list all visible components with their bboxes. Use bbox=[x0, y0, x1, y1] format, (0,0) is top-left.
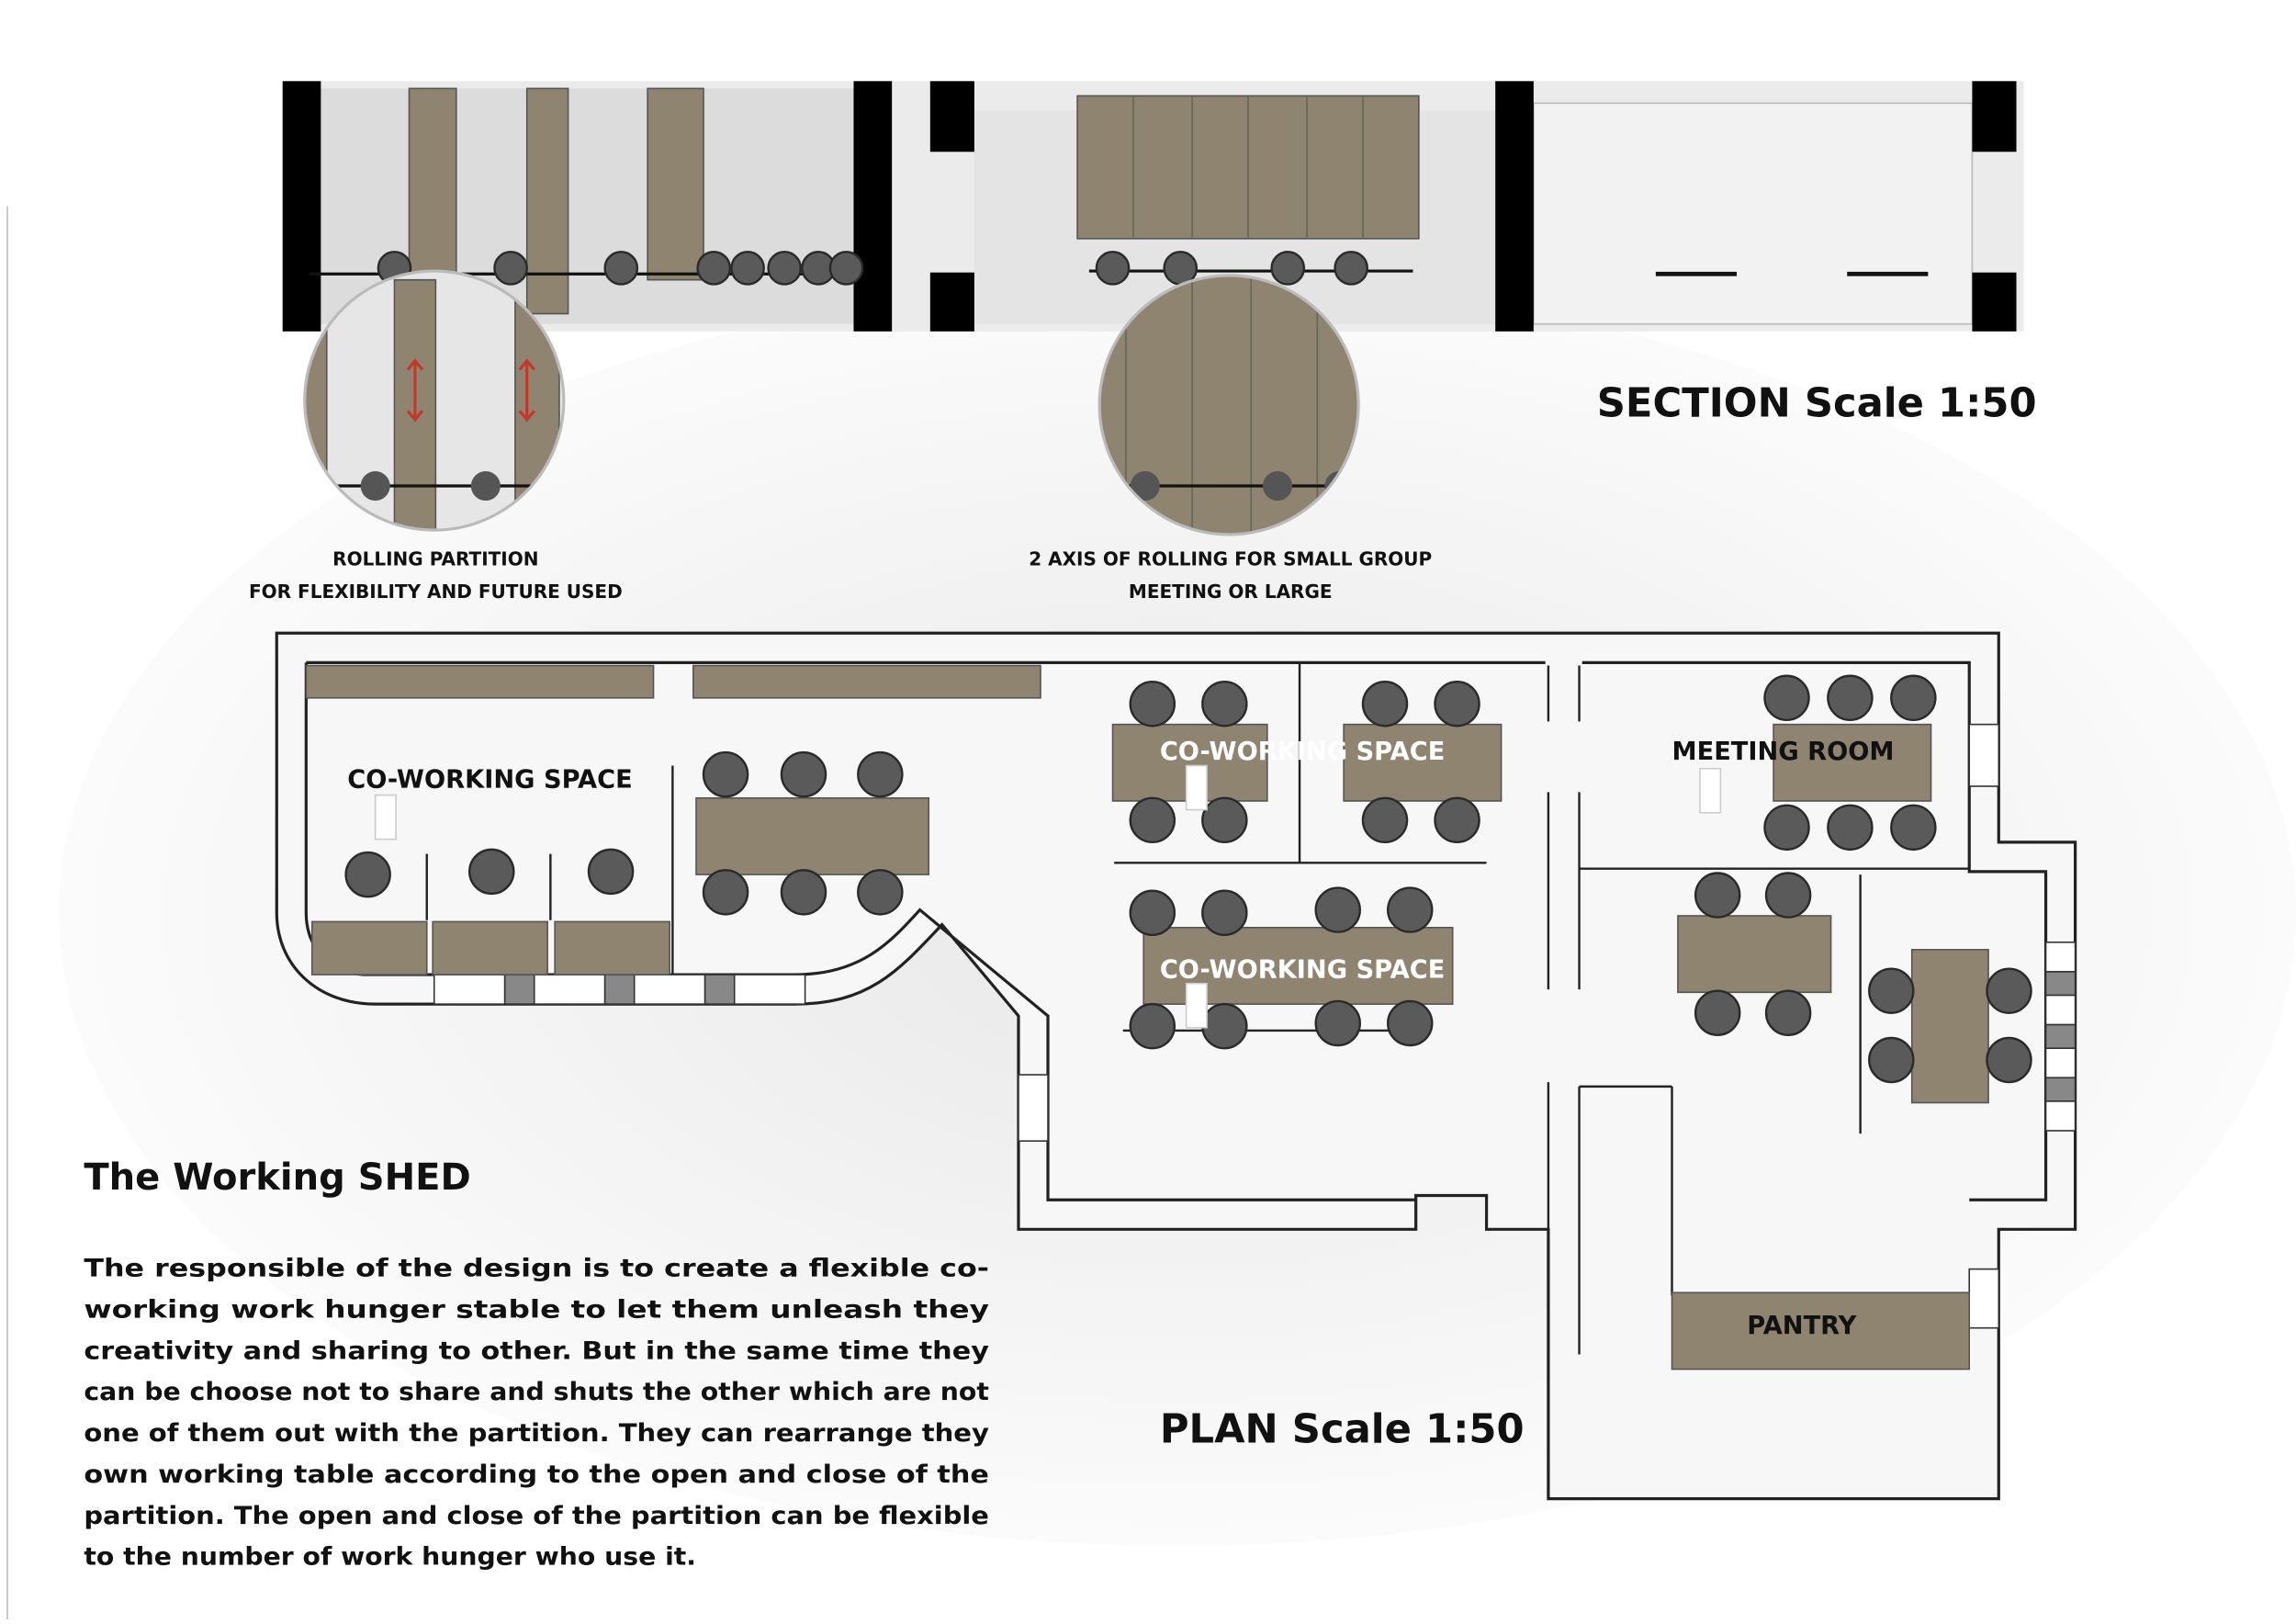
callout-1-line1: ROLLING PARTITION bbox=[332, 548, 538, 570]
tables bbox=[305, 664, 1989, 1370]
chair-icon bbox=[1201, 1002, 1248, 1050]
description-line: creativity and sharing to other. But in … bbox=[84, 1336, 989, 1365]
chair-icon bbox=[780, 869, 827, 916]
chair-icon bbox=[702, 750, 749, 798]
callout-1-line2: FOR FLEXIBILITY AND FUTURE USED bbox=[249, 581, 623, 603]
description-line: to the number of work hunger who use it. bbox=[84, 1543, 696, 1572]
callout-two-axis-rolling: 2 AXIS OF ROLLING FOR SMALL GROUP MEETIN… bbox=[1029, 274, 1432, 603]
chair-icon bbox=[1387, 886, 1434, 933]
chair-icon bbox=[828, 251, 864, 286]
chair-icon bbox=[1129, 680, 1176, 727]
description-line: The responsible of the design is to crea… bbox=[84, 1255, 989, 1283]
chair-icon bbox=[1868, 967, 1915, 1014]
section-drawing bbox=[282, 81, 2024, 332]
chair-icon bbox=[587, 848, 635, 896]
chair-icon bbox=[1694, 872, 1741, 919]
chair-icon bbox=[1986, 1036, 2032, 1084]
chair-icon bbox=[1201, 680, 1248, 727]
chair-icon bbox=[1361, 680, 1409, 727]
section-title: SECTION Scale 1:50 bbox=[1597, 381, 2037, 427]
chair-icon bbox=[603, 251, 639, 286]
chair-icon bbox=[1434, 796, 1480, 844]
chair-icon bbox=[1868, 1036, 1915, 1084]
chair-icon bbox=[1129, 1002, 1176, 1050]
chair-icon bbox=[767, 251, 802, 286]
chair-icon bbox=[1314, 999, 1361, 1047]
callout-2-line2: MEETING OR LARGE bbox=[1129, 581, 1333, 603]
section-columns bbox=[282, 81, 2017, 332]
section-chairs bbox=[377, 251, 1368, 286]
chair-icon bbox=[1270, 251, 1306, 286]
floor-plan: CO-WORKING SPACE CO-WORKING SPACE CO-WOR… bbox=[275, 631, 2077, 1501]
chair-icon bbox=[1763, 804, 1810, 851]
chair-icon bbox=[1387, 999, 1434, 1047]
room-label-pantry: PANTRY bbox=[1747, 1312, 1856, 1340]
chair-icon bbox=[780, 750, 827, 798]
description-line: working work hunger stable to let them u… bbox=[84, 1295, 989, 1324]
callout-2-line1: 2 AXIS OF ROLLING FOR SMALL GROUP bbox=[1029, 548, 1432, 570]
room-label-meeting: MEETING ROOM bbox=[1672, 738, 1895, 766]
chair-icon bbox=[1764, 989, 1812, 1036]
interior-walls bbox=[425, 662, 1970, 1355]
chair-icon bbox=[1201, 796, 1248, 844]
chair-icon bbox=[1095, 251, 1131, 286]
description-title: The Working SHED bbox=[84, 1156, 470, 1199]
chair-icon bbox=[857, 869, 904, 916]
description-line: partition. The open and close of the par… bbox=[84, 1502, 989, 1530]
room-label-coworking-2: CO-WORKING SPACE bbox=[1160, 738, 1446, 766]
plan-chairs bbox=[344, 674, 2032, 1084]
chair-icon bbox=[1763, 674, 1810, 722]
chair-icon bbox=[1434, 680, 1480, 727]
room-label-coworking-3: CO-WORKING SPACE bbox=[1160, 955, 1446, 984]
chair-icon bbox=[857, 750, 904, 798]
description-line: own working table according to the open … bbox=[84, 1460, 989, 1489]
description-body: The responsible of the design is to crea… bbox=[84, 1255, 989, 1572]
chair-icon bbox=[1694, 989, 1741, 1036]
windows bbox=[433, 723, 2077, 1329]
chair-icon bbox=[1827, 804, 1874, 851]
up-down-arrow-icon bbox=[406, 358, 535, 423]
room-label-coworking-1: CO-WORKING SPACE bbox=[347, 766, 633, 795]
chair-icon bbox=[1361, 796, 1409, 844]
chair-icon bbox=[1129, 889, 1176, 937]
chair-icon bbox=[696, 251, 732, 286]
door-markers bbox=[374, 764, 1722, 1029]
chair-icon bbox=[1986, 967, 2032, 1014]
chair-icon bbox=[1890, 674, 1937, 722]
chair-icon bbox=[702, 869, 749, 916]
plan-title: PLAN Scale 1:50 bbox=[1160, 1407, 1525, 1453]
chair-icon bbox=[730, 251, 765, 286]
description-line: one of them out with the partition. They… bbox=[84, 1419, 989, 1448]
chair-icon bbox=[1201, 889, 1248, 937]
chair-icon bbox=[1764, 872, 1812, 919]
description-line: can be choose not to share and shuts the… bbox=[84, 1378, 989, 1406]
chair-icon bbox=[1334, 251, 1368, 286]
chair-icon bbox=[1890, 804, 1937, 851]
chair-icon bbox=[493, 251, 528, 286]
chair-icon bbox=[468, 848, 515, 896]
chair-icon bbox=[1827, 674, 1874, 722]
chair-icon bbox=[344, 851, 391, 898]
chair-icon bbox=[1314, 886, 1361, 933]
chair-icon bbox=[1129, 796, 1176, 844]
